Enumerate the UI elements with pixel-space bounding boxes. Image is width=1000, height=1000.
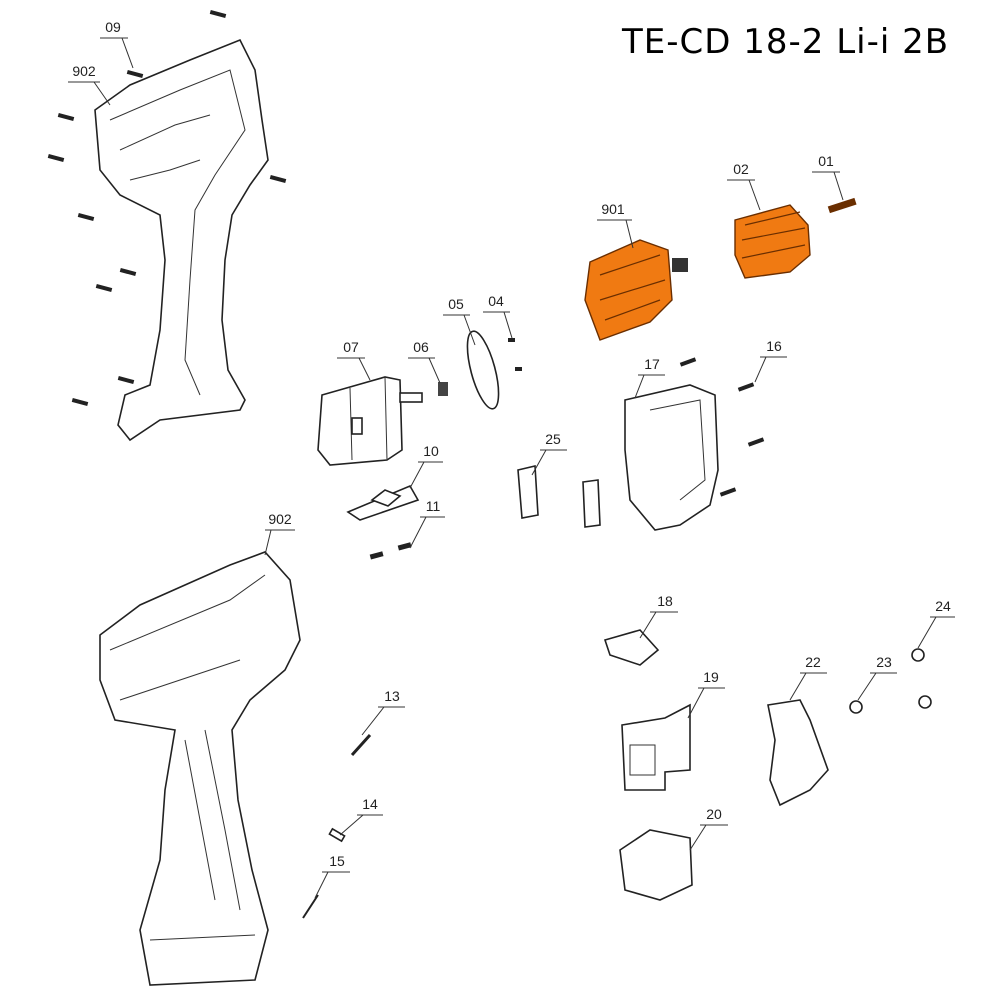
callout-18: 18 [639, 593, 678, 639]
part-number-label: 09 [105, 19, 121, 35]
springs-11 [369, 542, 412, 560]
callout-19: 19 [687, 669, 725, 719]
callout-01: 01 [812, 153, 844, 201]
callout-16: 16 [754, 338, 787, 383]
part-number-label: 902 [72, 63, 96, 79]
housing-screws [47, 9, 765, 497]
leader-line [314, 871, 350, 899]
leader-line [917, 616, 955, 649]
part-number-label: 13 [384, 688, 400, 704]
housing-right-half [99, 551, 301, 986]
direction-switch-18 [603, 629, 660, 666]
leader-line [754, 356, 787, 383]
callout-23: 23 [857, 654, 897, 701]
part-number-label: 20 [706, 806, 722, 822]
part-number-label: 18 [657, 593, 673, 609]
pin-15 [302, 894, 319, 919]
callout-10: 10 [409, 443, 443, 489]
switch-slide-10 [346, 484, 420, 521]
belt-clip-22 [767, 699, 829, 807]
leader-line [689, 824, 728, 851]
callout-07: 07 [337, 339, 371, 381]
leader-line [531, 449, 567, 476]
callout-902-bottom: 902 [264, 511, 295, 556]
part-number-label: 15 [329, 853, 345, 869]
callout-06: 06 [408, 339, 441, 384]
part-number-label: 07 [343, 339, 359, 355]
nuts-24 [911, 648, 932, 709]
leader-line [812, 171, 844, 201]
leader-line [409, 461, 443, 489]
callout-02: 02 [727, 161, 761, 211]
callout-902-top: 902 [68, 63, 111, 106]
leader-line [634, 374, 665, 399]
part-number-label: 16 [766, 338, 782, 354]
callout-24: 24 [917, 598, 955, 649]
chuck-screw-01 [827, 197, 857, 214]
part-number-label: 25 [545, 431, 561, 447]
part-number-label: 02 [733, 161, 749, 177]
part-number-label: 10 [423, 443, 439, 459]
motor-07 [317, 376, 423, 466]
leader-line [483, 311, 513, 339]
leader-line [443, 314, 476, 346]
leader-line [409, 516, 445, 549]
gear-housing-17 [624, 384, 719, 531]
part-number-label: 01 [818, 153, 834, 169]
callout-05: 05 [443, 296, 476, 346]
part-number-label: 19 [703, 669, 719, 685]
model-title: TE-CD 18-2 Li-i 2B [622, 22, 950, 62]
callout-22: 22 [789, 654, 827, 701]
callout-14: 14 [339, 796, 383, 836]
pinion-06 [438, 382, 448, 396]
battery-terminal-20 [619, 829, 693, 901]
leader-line [789, 672, 827, 701]
part-number-label: 05 [448, 296, 464, 312]
leader-line [100, 37, 134, 69]
callout-15: 15 [314, 853, 350, 899]
housing-left-half [94, 38, 269, 442]
part-number-label: 04 [488, 293, 504, 309]
leader-line [361, 706, 405, 736]
part-number-label: 902 [268, 511, 292, 527]
gearbox-901 [584, 239, 688, 341]
callout-13: 13 [361, 688, 405, 736]
leader-line [687, 687, 725, 719]
callout-20: 20 [689, 806, 728, 851]
part-number-label: 14 [362, 796, 378, 812]
pin-13 [350, 733, 372, 757]
leader-line [339, 814, 383, 836]
leader-line [264, 529, 295, 556]
screw-23 [849, 700, 863, 714]
switch-19 [621, 703, 691, 791]
pin-14 [328, 827, 346, 843]
callout-901: 901 [597, 201, 634, 249]
part-number-label: 23 [876, 654, 892, 670]
part-number-label: 901 [601, 201, 625, 217]
leader-line [337, 357, 371, 381]
part-number-label: 06 [413, 339, 429, 355]
part-number-label: 22 [805, 654, 821, 670]
leader-line [857, 672, 897, 701]
callout-25: 25 [531, 431, 567, 476]
plate-05 [466, 330, 500, 410]
part-number-label: 11 [426, 498, 441, 514]
leader-line [408, 357, 441, 384]
part-number-label: 17 [644, 356, 660, 372]
callout-17: 17 [634, 356, 665, 399]
pins-04 [508, 338, 522, 371]
leader-line [639, 611, 678, 639]
magnets-25 [517, 465, 601, 528]
callout-11: 11 [409, 498, 445, 549]
leader-line [68, 81, 111, 106]
leader-line [597, 219, 634, 249]
part-number-label: 24 [935, 598, 951, 614]
chuck-02 [734, 204, 811, 279]
callout-09: 09 [100, 19, 134, 69]
leader-line [727, 179, 761, 211]
callout-04: 04 [483, 293, 513, 339]
